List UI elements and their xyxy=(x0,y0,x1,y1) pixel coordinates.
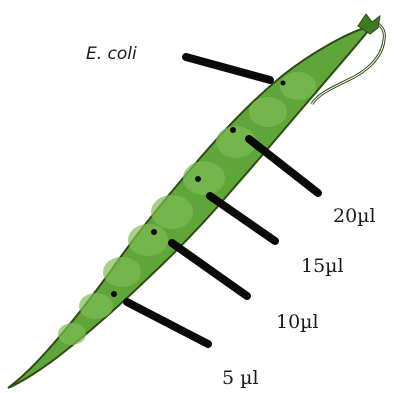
pea-seed xyxy=(128,224,168,256)
pea-seed xyxy=(280,72,316,100)
injection-dot-10ul xyxy=(151,229,157,235)
pea-seed xyxy=(103,257,141,287)
injection-dot-5ul xyxy=(111,291,117,297)
pointer-15ul xyxy=(210,196,275,241)
pea-seed xyxy=(151,195,193,229)
pea-seed xyxy=(183,161,225,195)
volume-label-20ul: 20µl xyxy=(333,205,376,227)
pea-seed xyxy=(58,323,86,345)
pointer-ecoli xyxy=(186,57,270,80)
volume-label-15ul: 15µl xyxy=(301,255,344,277)
injection-dot-ecoli xyxy=(281,81,286,86)
pea-seeds xyxy=(58,72,316,345)
pea-seed xyxy=(79,293,113,319)
injection-dot-15ul xyxy=(195,176,201,182)
ecoli-label: E. coli xyxy=(86,44,137,64)
injection-dot-20ul xyxy=(230,127,236,133)
pointer-5ul xyxy=(127,302,208,344)
pointer-20ul xyxy=(249,139,318,193)
volume-label-5ul: 5 µl xyxy=(222,367,259,389)
volume-label-10ul: 10µl xyxy=(276,311,319,333)
pointer-10ul xyxy=(172,243,247,296)
pea-seed xyxy=(249,97,287,127)
